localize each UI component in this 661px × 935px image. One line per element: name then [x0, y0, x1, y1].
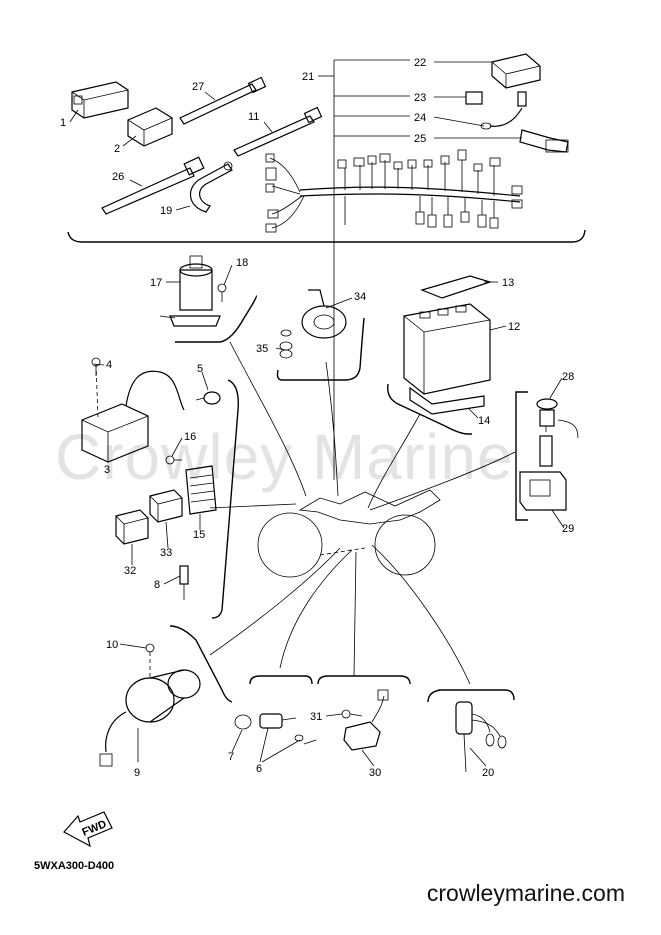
part-22-connector-housing: [491, 53, 541, 89]
right-group-bracket: [515, 391, 528, 521]
part-32-relay: [115, 509, 149, 545]
callout-2: 2: [114, 143, 120, 155]
callout-31: 31: [310, 711, 322, 723]
assembly-leader-lines: [209, 59, 516, 685]
callout-4: 4: [106, 359, 112, 371]
part-34-horn: [301, 289, 347, 339]
part-18-screw: [217, 283, 227, 302]
callout-29: 29: [562, 523, 574, 535]
part-27-cable-tie: [179, 76, 267, 125]
part-29-coupler: [519, 471, 567, 511]
diagram-code: 5WXA300-D400: [34, 860, 115, 872]
part-15-rectifier: [185, 465, 217, 515]
part-9-sensor-assembly: [99, 669, 201, 767]
neutral-switch-bracket: [249, 675, 313, 685]
callout-3: 3: [104, 464, 110, 476]
part-1-connector-box: [71, 81, 129, 119]
callout-30: 30: [369, 767, 381, 779]
callout-12: 12: [508, 321, 520, 333]
part-5-bulb: [195, 391, 221, 405]
callout-28: 28: [562, 371, 574, 383]
starter-group-bracket: [169, 625, 233, 703]
part-14-battery-tray: [409, 386, 485, 415]
battery-group-bracket: [387, 383, 472, 435]
callout-34: 34: [354, 291, 366, 303]
harness-group-bracket: [67, 229, 586, 243]
part-33-relay: [149, 489, 183, 523]
part-31-screw: [341, 709, 363, 719]
part-19-loop-tie: [189, 161, 233, 213]
part-26-cable-tie: [101, 156, 205, 215]
callout-11: 11: [248, 111, 259, 123]
callout-6: 6: [256, 763, 262, 775]
callout-20: 20: [482, 767, 494, 779]
callout-21: 21: [302, 71, 314, 83]
part-11-cable-tie: [233, 106, 323, 157]
callout-27: 27: [192, 81, 204, 93]
callout-labels: 1 2 3 4 5 6 7 8 9 10 11 12 13 14 15 16 1…: [60, 57, 574, 779]
fwd-arrow-icon: FWD: [63, 811, 113, 848]
callout-26: 26: [112, 171, 124, 183]
part-23-coupler: [465, 91, 483, 105]
callout-32: 32: [124, 565, 136, 577]
callout-15: 15: [193, 529, 205, 541]
part-10-screw: [145, 643, 155, 678]
part-24-lead-terminal: [480, 91, 527, 130]
part-17-main-switch: [159, 255, 221, 327]
callout-23: 23: [414, 92, 426, 104]
callout-10: 10: [106, 639, 118, 651]
part-28-fuse-holder: [536, 398, 579, 467]
callout-9: 9: [134, 767, 140, 779]
part-12-battery: [403, 303, 491, 395]
callout-leaders: [69, 61, 565, 767]
main-switch-bracket: [175, 295, 257, 343]
left-group-bracket: [211, 379, 239, 619]
callout-33: 33: [160, 547, 172, 559]
part-30-relay-switch: [343, 689, 389, 751]
starter-relay-bracket: [317, 675, 411, 685]
callout-25: 25: [414, 133, 426, 145]
part-4-screw: [91, 357, 101, 376]
part-35-nut: [279, 329, 293, 359]
callout-22: 22: [414, 57, 426, 69]
callout-8: 8: [154, 579, 160, 591]
callout-35: 35: [256, 343, 268, 355]
callout-5: 5: [197, 363, 203, 375]
part-7-gasket: [234, 714, 252, 730]
callout-16: 16: [184, 431, 196, 443]
callout-24: 24: [414, 112, 426, 124]
part-2-relay-block: [127, 107, 173, 147]
part-13-battery-band: [420, 275, 492, 299]
part-8-sensor: [179, 565, 189, 600]
part-21-wire-harness: [265, 149, 523, 233]
motorcycle-outline: [257, 489, 441, 578]
part-25-boot-connector: [519, 129, 569, 153]
horn-bracket: [276, 317, 365, 381]
callout-7: 7: [228, 751, 234, 763]
callout-13: 13: [502, 277, 514, 289]
part-20-brake-switch: [455, 701, 507, 773]
part-6-switch: [259, 713, 317, 745]
callout-1: 1: [60, 117, 66, 129]
site-url-link[interactable]: crowleymarine.com: [426, 880, 625, 906]
callout-17: 17: [150, 277, 162, 289]
callout-19: 19: [160, 205, 172, 217]
callout-18: 18: [236, 257, 248, 269]
callout-14: 14: [478, 415, 490, 427]
part-16-screw: [165, 455, 182, 465]
part-3-ignition-coil: [81, 363, 185, 463]
brake-switch-bracket: [427, 689, 515, 703]
